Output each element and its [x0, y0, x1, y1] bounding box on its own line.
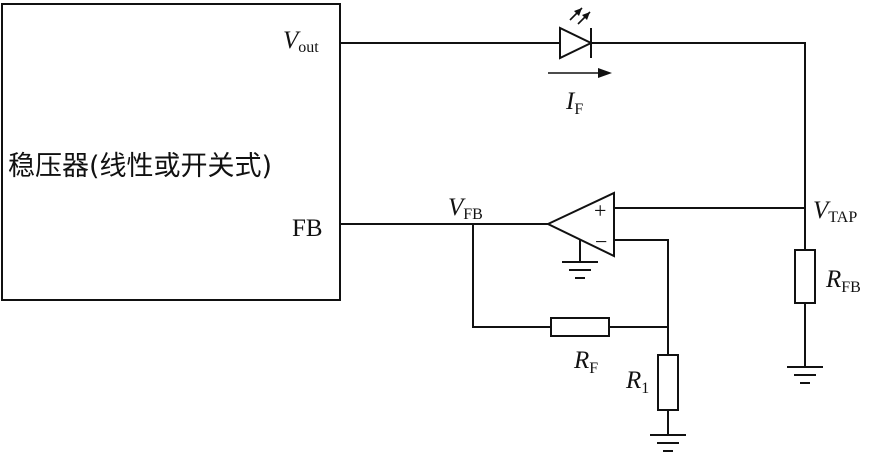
- vout-pin-label: Vout: [283, 27, 319, 56]
- current-arrow-icon: [548, 68, 612, 78]
- resistor-rf: [550, 317, 610, 337]
- vtap-label: VTAP: [813, 197, 857, 226]
- r1-label: R1: [625, 367, 649, 397]
- regulator-title: 稳压器(线性或开关式): [8, 151, 272, 182]
- regulator-block: [1, 3, 341, 301]
- vfb-label: VFB: [448, 194, 483, 223]
- rfb-label: RFB: [825, 266, 861, 296]
- resistor-r1: [657, 354, 679, 411]
- fb-pin-label: FB: [292, 215, 323, 242]
- led-icon: [559, 7, 594, 60]
- opamp-plus-label: +: [594, 198, 606, 223]
- rf-label: RF: [573, 347, 598, 377]
- ground-icon: [562, 240, 598, 279]
- current-label: IF: [565, 88, 583, 118]
- ground-icon: [787, 303, 823, 384]
- resistor-rfb: [794, 249, 816, 304]
- inverting-input-wire: [614, 239, 669, 355]
- opamp-minus-label: −: [595, 229, 607, 254]
- ground-icon: [650, 410, 686, 452]
- feedback-wire-left: [472, 224, 551, 328]
- right-rail-wire: [591, 42, 806, 250]
